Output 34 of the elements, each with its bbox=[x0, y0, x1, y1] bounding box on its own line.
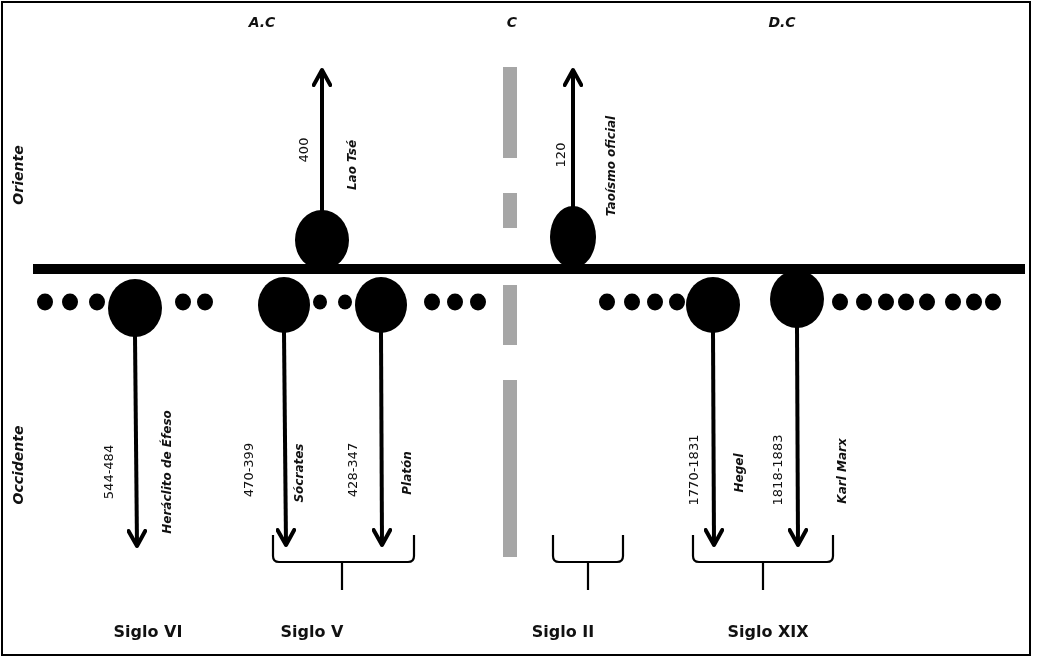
arrow bbox=[275, 331, 297, 547]
century-label: Siglo II bbox=[531, 624, 595, 640]
era-heading: C bbox=[506, 15, 518, 29]
date-range: 470-399 bbox=[241, 442, 255, 498]
century-label: Siglo XIX bbox=[727, 624, 809, 640]
arrow bbox=[562, 68, 584, 207]
philosopher-name: Lao Tsé bbox=[346, 139, 358, 191]
timeline-dot bbox=[258, 277, 310, 333]
arrow bbox=[126, 335, 148, 548]
arrow bbox=[371, 332, 393, 547]
arrow bbox=[311, 68, 333, 211]
timeline-dot bbox=[355, 277, 407, 333]
date-range: 1818-1883 bbox=[770, 434, 784, 506]
date-range: 428-347 bbox=[345, 442, 359, 498]
philosopher-name: Sócrates bbox=[293, 443, 305, 503]
region-label: Occidente bbox=[11, 425, 25, 505]
date-range: 400 bbox=[296, 137, 310, 163]
philosopher-name: Platón bbox=[401, 451, 413, 495]
date-range: 120 bbox=[553, 142, 567, 168]
philosopher-name: Taoísmo oficial bbox=[605, 115, 617, 217]
era-heading: D.C bbox=[768, 15, 796, 29]
timeline-dot bbox=[686, 277, 740, 333]
arrow bbox=[703, 332, 725, 547]
arrow bbox=[787, 327, 809, 547]
era-heading: A.C bbox=[248, 15, 276, 29]
region-label: Oriente bbox=[11, 145, 25, 205]
philosopher-name: Karl Marx bbox=[836, 438, 848, 504]
philosopher-name: Heráclito de Éfeso bbox=[161, 410, 173, 534]
date-range: 544-484 bbox=[101, 444, 115, 500]
timeline-dot bbox=[108, 279, 162, 337]
philosopher-name: Hegel bbox=[733, 453, 745, 493]
date-range: 1770-1831 bbox=[686, 434, 700, 506]
century-label: Siglo V bbox=[280, 624, 344, 640]
century-label: Siglo VI bbox=[113, 624, 183, 640]
